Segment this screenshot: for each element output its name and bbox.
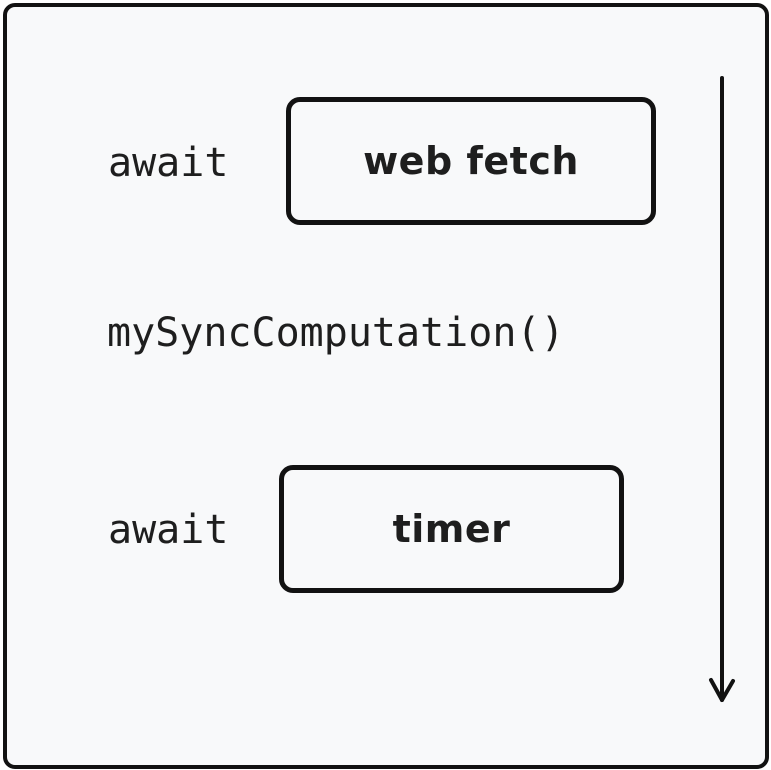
web-fetch-box: web fetch bbox=[286, 97, 656, 225]
sync-computation-call: mySyncComputation() bbox=[107, 310, 565, 356]
await-keyword-2: await bbox=[108, 507, 229, 553]
timer-box: timer bbox=[279, 465, 624, 593]
await-keyword-1: await bbox=[108, 140, 229, 186]
web-fetch-label: web fetch bbox=[363, 139, 579, 183]
timer-label: timer bbox=[392, 507, 511, 551]
